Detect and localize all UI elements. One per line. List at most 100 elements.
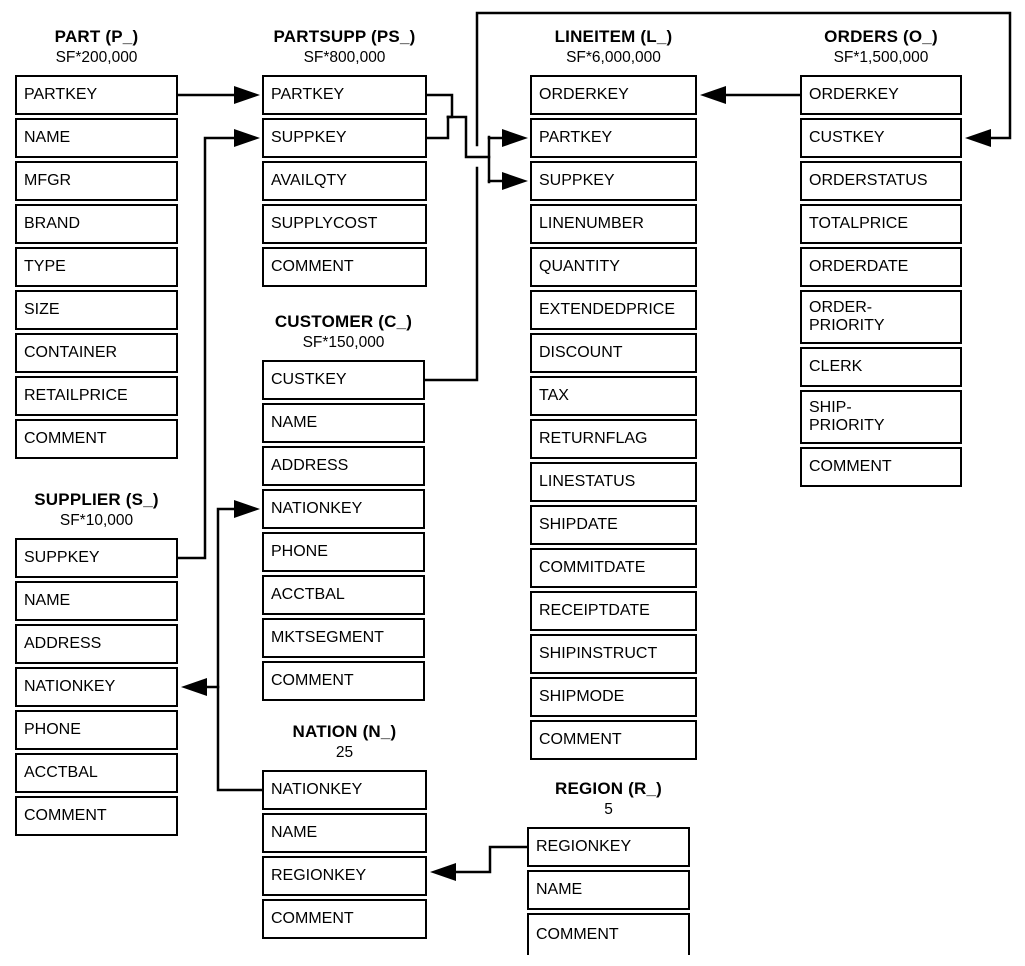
fk-part-partkey-to-partsupp-partkey-arrowhead-icon	[234, 86, 260, 104]
orders-field-orderstatus: ORDERSTATUS	[800, 161, 962, 201]
lineitem-field-orderkey: ORDERKEY	[530, 75, 697, 115]
lineitem-field-suppkey: SUPPKEY	[530, 161, 697, 201]
nation-header: NATION (N_) 25	[232, 720, 457, 763]
partsupp-field-suppkey: SUPPKEY	[262, 118, 427, 158]
supplier-field-name: NAME	[15, 581, 178, 621]
lineitem-field-discount: DISCOUNT	[530, 333, 697, 373]
nation-field-nationkey: NATIONKEY	[262, 770, 427, 810]
customer-header: CUSTOMER (C_) SF*150,000	[232, 310, 455, 353]
partsupp-header: PARTSUPP (PS_) SF*800,000	[232, 25, 457, 68]
orders-header: ORDERS (O_) SF*1,500,000	[770, 25, 992, 68]
orders-field-totalprice: TOTALPRICE	[800, 204, 962, 244]
fk-customer-custkey-to-orders-custkey-line	[475, 11, 1012, 147]
fk-partsupp-partkey-to-lineitem-partkey-line	[425, 93, 454, 119]
orders-cardinality: SF*1,500,000	[833, 49, 929, 66]
lineitem-field-shipmode: SHIPMODE	[530, 677, 697, 717]
region-field-comment: COMMENT	[527, 913, 690, 955]
part-table-name: PART (P_)	[54, 27, 139, 46]
orders-table-name: ORDERS (O_)	[824, 27, 938, 46]
fk-nation-nationkey-to-supplier-nationkey-arrowhead-icon	[181, 678, 207, 696]
region-cardinality: 5	[604, 801, 613, 818]
nation-field-comment: COMMENT	[262, 899, 427, 939]
region-header: REGION (R_) 5	[497, 777, 720, 820]
part-field-type: TYPE	[15, 247, 178, 287]
region-table-name: REGION (R_)	[554, 779, 663, 798]
nation-table-name: NATION (N_)	[292, 722, 397, 741]
part-field-mfgr: MFGR	[15, 161, 178, 201]
lineitem-field-shipdate: SHIPDATE	[530, 505, 697, 545]
fk-orders-orderkey-to-lineitem-orderkey-arrowhead-icon	[700, 86, 726, 104]
nation-field-regionkey: REGIONKEY	[262, 856, 427, 896]
partsupp-table-name: PARTSUPP (PS_)	[273, 27, 416, 46]
orders-field-order-priority: ORDER- PRIORITY	[800, 290, 962, 344]
orders-field-comment: COMMENT	[800, 447, 962, 487]
lineitem-field-linestatus: LINESTATUS	[530, 462, 697, 502]
supplier-field-suppkey: SUPPKEY	[15, 538, 178, 578]
nation-cardinality: 25	[335, 744, 354, 761]
nation-field-name: NAME	[262, 813, 427, 853]
lineitem-field-shipinstruct: SHIPINSTRUCT	[530, 634, 697, 674]
fk-customer-custkey-to-orders-custkey-arrowhead-icon	[965, 129, 991, 147]
orders-field-orderdate: ORDERDATE	[800, 247, 962, 287]
region-field-name: NAME	[527, 870, 690, 910]
partsupp-cardinality: SF*800,000	[303, 49, 386, 66]
fk-region-regionkey-to-nation-regionkey-arrowhead-icon	[430, 863, 456, 881]
lineitem-field-receiptdate: RECEIPTDATE	[530, 591, 697, 631]
customer-field-phone: PHONE	[262, 532, 425, 572]
supplier-table-name: SUPPLIER (S_)	[34, 490, 159, 509]
part-field-partkey: PARTKEY	[15, 75, 178, 115]
customer-cardinality: SF*150,000	[302, 334, 385, 351]
lineitem-header: LINEITEM (L_) SF*6,000,000	[500, 25, 727, 68]
supplier-field-phone: PHONE	[15, 710, 178, 750]
fk-partsupp-suppkey-to-lineitem-suppkey-line	[425, 115, 450, 140]
lineitem-field-commitdate: COMMITDATE	[530, 548, 697, 588]
customer-field-comment: COMMENT	[262, 661, 425, 701]
partsupp-field-comment: COMMENT	[262, 247, 427, 287]
supplier-header: SUPPLIER (S_) SF*10,000	[0, 488, 208, 531]
lineitem-field-quantity: QUANTITY	[530, 247, 697, 287]
supplier-cardinality: SF*10,000	[59, 512, 134, 529]
orders-field-orderkey: ORDERKEY	[800, 75, 962, 115]
fk-customer-custkey-to-orders-custkey-line	[423, 166, 479, 382]
part-header: PART (P_) SF*200,000	[0, 25, 208, 68]
lineitem-field-tax: TAX	[530, 376, 697, 416]
customer-table-name: CUSTOMER (C_)	[274, 312, 413, 331]
region-field-regionkey: REGIONKEY	[527, 827, 690, 867]
partsupp-field-availqty: AVAILQTY	[262, 161, 427, 201]
part-field-container: CONTAINER	[15, 333, 178, 373]
supplier-field-comment: COMMENT	[15, 796, 178, 836]
fk-partsupp-suppkey-to-lineitem-suppkey-arrowhead-icon	[502, 172, 528, 190]
part-field-brand: BRAND	[15, 204, 178, 244]
orders-field-clerk: CLERK	[800, 347, 962, 387]
lineitem-field-extendedprice: EXTENDEDPRICE	[530, 290, 697, 330]
lineitem-table-name: LINEITEM (L_)	[554, 27, 673, 46]
partsupp-field-partkey: PARTKEY	[262, 75, 427, 115]
partsupp-field-supplycost: SUPPLYCOST	[262, 204, 427, 244]
part-cardinality: SF*200,000	[55, 49, 138, 66]
part-field-name: NAME	[15, 118, 178, 158]
customer-field-nationkey: NATIONKEY	[262, 489, 425, 529]
customer-field-address: ADDRESS	[262, 446, 425, 486]
lineitem-field-partkey: PARTKEY	[530, 118, 697, 158]
fk-nation-nationkey-to-customer-nationkey-line	[216, 507, 264, 792]
lineitem-field-linenumber: LINENUMBER	[530, 204, 697, 244]
orders-field-custkey: CUSTKEY	[800, 118, 962, 158]
supplier-field-nationkey: NATIONKEY	[15, 667, 178, 707]
part-field-comment: COMMENT	[15, 419, 178, 459]
customer-field-name: NAME	[262, 403, 425, 443]
customer-field-acctbal: ACCTBAL	[262, 575, 425, 615]
fk-supplier-suppkey-to-partsupp-suppkey-arrowhead-icon	[234, 129, 260, 147]
supplier-field-address: ADDRESS	[15, 624, 178, 664]
part-field-size: SIZE	[15, 290, 178, 330]
lineitem-cardinality: SF*6,000,000	[566, 49, 661, 66]
